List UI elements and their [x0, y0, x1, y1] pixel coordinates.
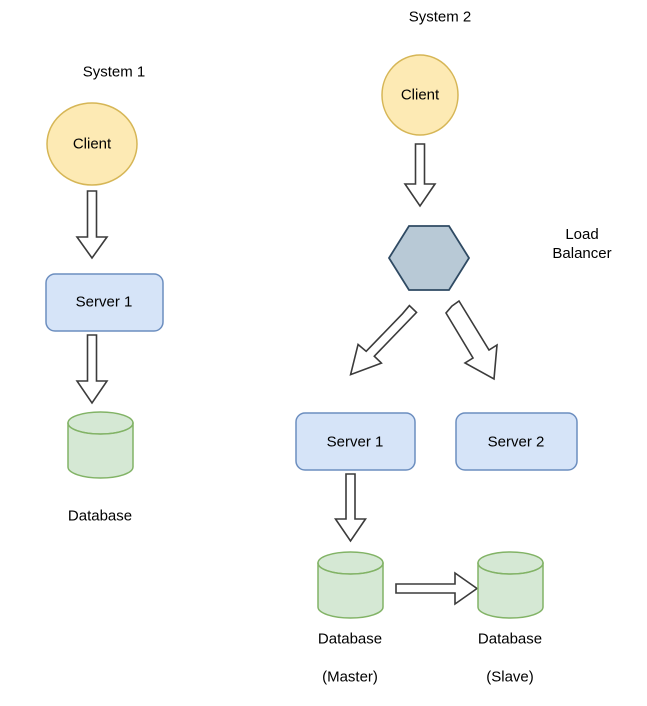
system1-title: System 1 [82, 63, 146, 81]
system1-arrow-server-to-database [75, 334, 109, 405]
system2-load-balancer-node[interactable] [387, 225, 471, 291]
system2-server-2-node[interactable] [455, 412, 578, 471]
system1-arrow-client-to-server [75, 190, 109, 260]
database-master-label-line2: (Master) [322, 668, 378, 686]
load-balancer-caption: Load Balancer [552, 226, 612, 262]
system2-database-master-label: Database (Master) [318, 611, 382, 706]
system1-database-node[interactable] [67, 411, 134, 479]
system1-database-label: Database [67, 507, 133, 525]
database-master-label-line1: Database [317, 630, 383, 648]
database-slave-label-line1: Database [477, 630, 543, 648]
system1-client-node[interactable] [46, 102, 138, 186]
system2-arrow-lb-to-server-2 [445, 299, 498, 381]
system1-server-node[interactable] [45, 273, 164, 332]
system2-arrow-db-master-to-db-slave [395, 571, 479, 606]
system2-server-1-node[interactable] [295, 412, 416, 471]
system2-database-slave-label: Database (Slave) [478, 611, 542, 706]
system2-arrow-server1-to-db-master [333, 473, 368, 543]
system2-arrow-client-to-load-balancer [403, 143, 437, 208]
architecture-diagram-canvas [45, 54, 578, 619]
system2-database-slave-node[interactable] [477, 551, 544, 619]
system2-arrow-lb-to-server-1 [349, 304, 418, 376]
system2-database-master-node[interactable] [317, 551, 384, 619]
system2-client-node[interactable] [381, 54, 459, 136]
database-slave-label-line2: (Slave) [486, 668, 534, 686]
system2-title: System 2 [408, 8, 472, 26]
